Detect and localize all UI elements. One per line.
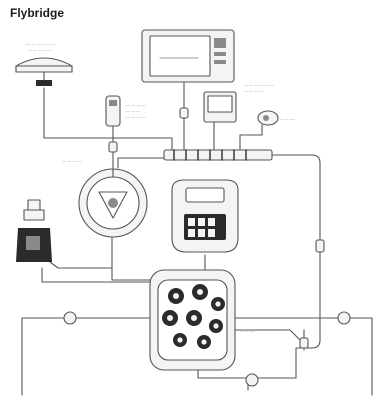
- svg-text:— — — — — —: — — — — — —: [26, 41, 56, 46]
- hydraulic-pump-icon: [16, 199, 52, 262]
- network-switch-icon: — — —: [149, 269, 254, 371]
- svg-text:— — —: — — —: [126, 108, 140, 113]
- handheld-remote-icon: — — — — — — — — — — —: [105, 95, 145, 127]
- svg-text:— — — —: — — — —: [62, 158, 81, 163]
- svg-text:— — — — — —: — — — — — —: [244, 82, 274, 87]
- inline-connectors: [63, 107, 351, 387]
- svg-text:— — —: — — —: [240, 328, 254, 333]
- autopilot-controller-icon: [171, 179, 239, 253]
- diagram-title: Flybridge: [10, 6, 65, 20]
- svg-text:— — — —: — — — —: [244, 88, 263, 93]
- chartplotter-display-icon: [141, 29, 235, 83]
- svg-text:— — — —: — — — —: [126, 102, 145, 107]
- gps-antenna-icon: — — — — — — — — — — —: [15, 41, 73, 86]
- steering-wheel-icon: [78, 168, 148, 238]
- cable-network: [21, 77, 373, 396]
- svg-text:— — —: — — —: [280, 116, 294, 121]
- compass-sensor-icon: — — —: [257, 110, 294, 126]
- svg-text:— — — —: — — — —: [126, 114, 145, 119]
- instrument-display-icon: — — — — — — — — — —: [203, 82, 274, 123]
- svg-text:— — — — —: — — — — —: [28, 47, 52, 52]
- seatalk-backbone-icon: — — — —: [62, 149, 273, 163]
